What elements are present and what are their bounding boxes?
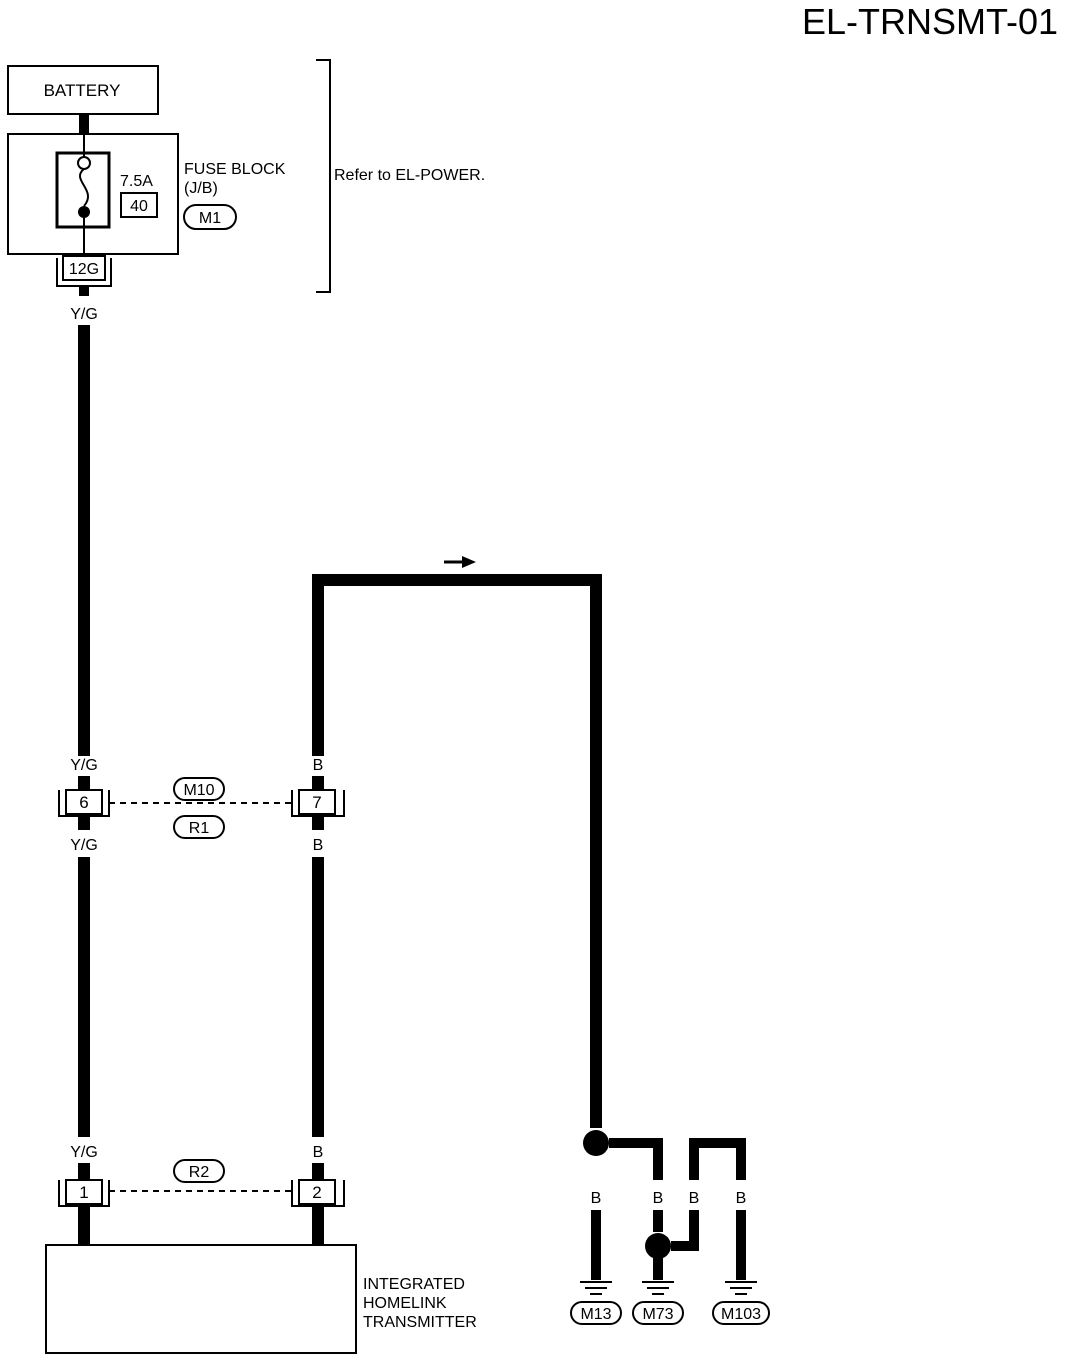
diagram-title: EL-TRNSMT-01	[802, 1, 1058, 42]
fuse-block-name: FUSE BLOCK	[184, 161, 286, 178]
wire-color-b-g2: B	[653, 1190, 664, 1207]
connector-m10-label: M10	[183, 782, 214, 799]
connector-pin-7: 7	[312, 793, 321, 812]
wire-color-b-g4: B	[736, 1190, 747, 1207]
ground-m13-badge	[570, 1301, 622, 1325]
ground-m73-badge	[632, 1301, 684, 1325]
connector-m1-label: M1	[199, 210, 221, 227]
refer-bracket	[316, 59, 331, 293]
fuse-block-box	[7, 133, 179, 255]
wire-color-b-g3: B	[689, 1190, 700, 1207]
ground-m73-label: M73	[642, 1306, 673, 1323]
wire-color-b-g1: B	[591, 1190, 602, 1207]
connector-1-box	[65, 1179, 103, 1205]
connector-r1-label: R1	[189, 820, 210, 837]
wire-m103-loop	[689, 1138, 746, 1180]
connector-pin-2: 2	[312, 1183, 321, 1202]
fuse-block-name-jb: (J/B)	[184, 180, 218, 197]
ground-icon-m103	[725, 1281, 757, 1295]
connector-m10-badge	[173, 777, 225, 801]
connector-r2-label: R2	[189, 1164, 210, 1181]
wire-color-yg-above-1: Y/G	[70, 1144, 98, 1161]
wire-color-yg-below-6: Y/G	[70, 837, 98, 854]
terminal-12g-box	[62, 255, 106, 281]
refer-note: Refer to EL-POWER.	[334, 167, 485, 184]
connector-r1-badge	[173, 815, 225, 839]
connector-pin-1: 1	[79, 1183, 88, 1202]
connector-2-box	[298, 1179, 336, 1205]
component-label-line2: HOMELINK	[363, 1295, 447, 1312]
connector-pin-6: 6	[79, 793, 88, 812]
connector-r2-badge	[173, 1159, 225, 1183]
wire-color-b-above-2: B	[313, 1144, 324, 1161]
wire-to-splice-b3	[671, 1210, 699, 1251]
ground-m13-label: M13	[580, 1306, 611, 1323]
transmitter-box	[45, 1244, 357, 1354]
component-label-line3: TRANSMITTER	[363, 1314, 477, 1331]
component-label-line1: INTEGRATED	[363, 1276, 465, 1293]
wire-color-b-below-7: B	[313, 837, 324, 854]
wire-color-yg-top: Y/G	[70, 306, 98, 323]
wire-splice-branch	[609, 1138, 663, 1180]
connector-m1-badge	[183, 204, 237, 230]
ground-icon-m13	[580, 1281, 612, 1295]
ground-m103-label: M103	[721, 1306, 761, 1323]
flow-arrow-icon	[462, 556, 476, 568]
connector-7-box	[298, 789, 336, 815]
wire-color-yg-above-6: Y/G	[70, 757, 98, 774]
fuse-terminal-open	[77, 156, 91, 170]
wire-color-b-above-7: B	[313, 757, 324, 774]
battery-label: BATTERY	[44, 81, 121, 100]
connector-6-box	[65, 789, 103, 815]
wire-b-ground-route	[312, 574, 602, 1128]
ground-icon-m73	[642, 1281, 674, 1295]
splice-dot-main	[583, 1130, 609, 1156]
fuse-number: 40	[130, 198, 148, 215]
terminal-12g-label: 12G	[69, 261, 99, 278]
fuse-terminal-solid	[78, 206, 90, 218]
ground-m103-badge	[712, 1301, 770, 1325]
splice-dot-m73	[645, 1233, 671, 1259]
fuse-number-box	[120, 192, 158, 218]
fuse-rating: 7.5A	[120, 173, 153, 190]
fuse-element-icon	[78, 168, 90, 207]
